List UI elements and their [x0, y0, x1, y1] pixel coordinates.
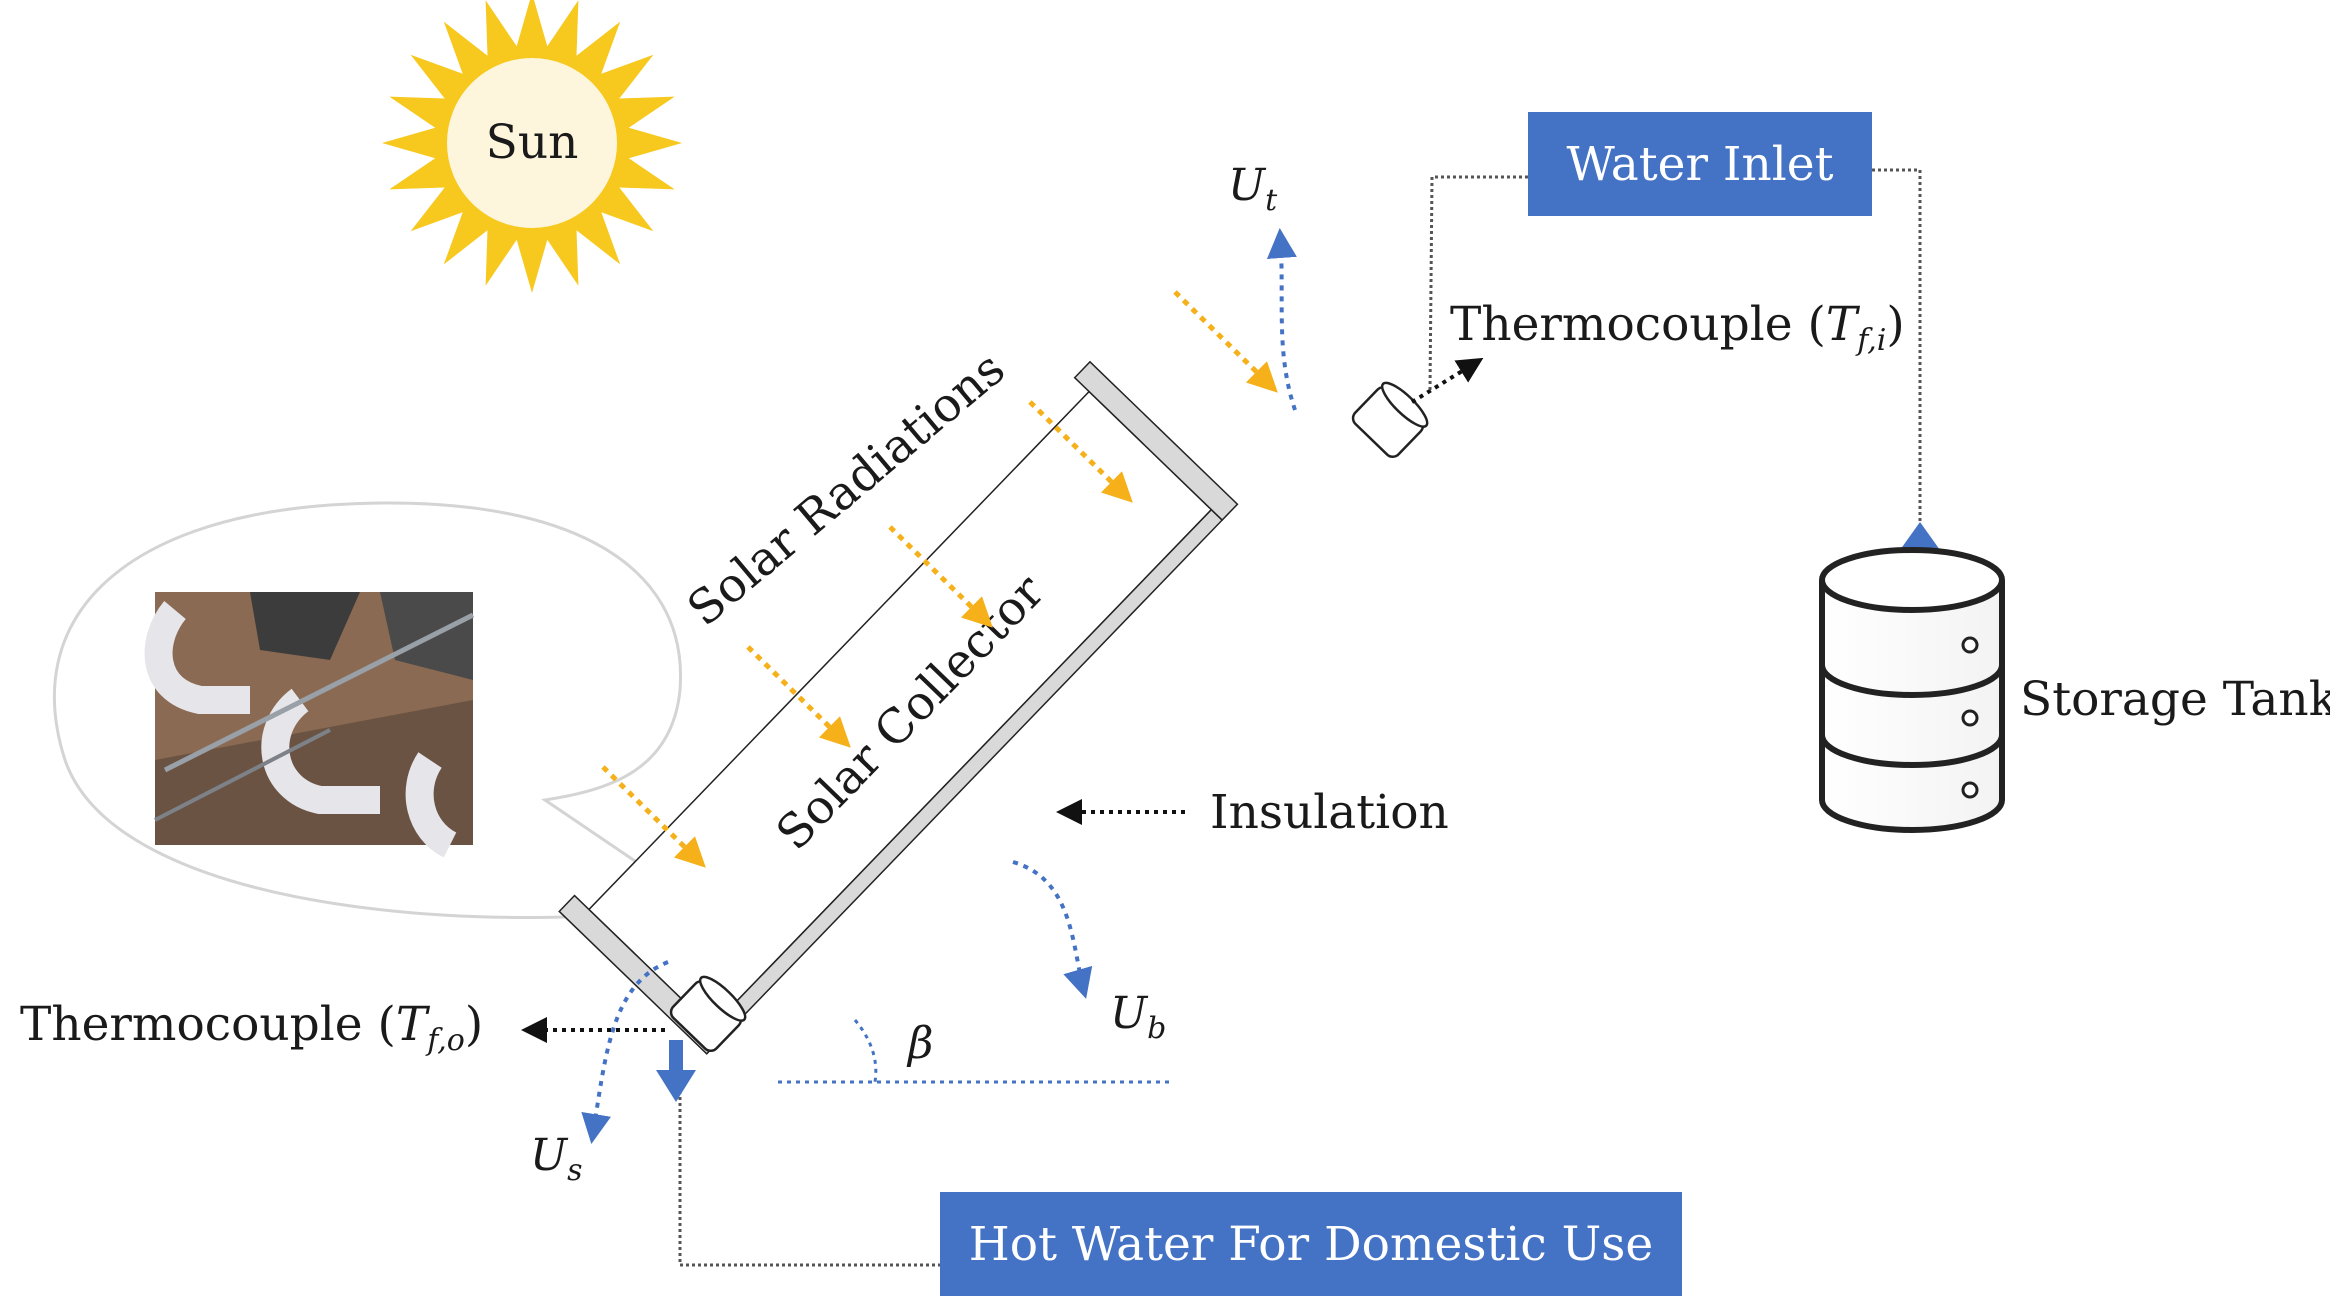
collector-end-cap-right — [1073, 360, 1239, 522]
tube-detail-callout — [52, 501, 704, 919]
sun-label: Sun — [486, 115, 579, 170]
thermocouple-icon — [669, 975, 747, 1053]
top-loss-arrow — [1266, 228, 1297, 411]
hot-water-label: Hot Water For Domestic Use — [969, 1217, 1653, 1272]
water-inlet-box: Water Inlet — [1528, 112, 1872, 216]
thermocouple-in-pointer — [1410, 357, 1484, 404]
tilt-angle-indicator: β — [778, 1018, 1170, 1084]
thermocouple-in-label: Thermocouple (Tf,i) — [1450, 297, 1905, 358]
thermocouple-icon — [1351, 381, 1429, 459]
storage-tank-icon — [1819, 547, 2005, 833]
side-loss-arrow — [581, 960, 669, 1144]
bottom-loss-label: Ub — [1110, 988, 1166, 1046]
piping-lines — [678, 168, 1922, 1267]
side-loss-label: Us — [530, 1130, 583, 1188]
sun-icon: Sun — [382, 0, 682, 293]
heat-loss-arrows — [581, 228, 1297, 1144]
thermocouple-out-label: Thermocouple (Tf,o) — [20, 997, 483, 1058]
hot-water-box: Hot Water For Domestic Use — [940, 1192, 1682, 1296]
bottom-loss-arrow — [1012, 860, 1093, 999]
water-inlet-label: Water Inlet — [1567, 137, 1834, 192]
top-loss-label: Ut — [1228, 160, 1278, 218]
tube-detail-image — [144, 592, 475, 858]
storage-tank-label: Storage Tank — [2020, 672, 2330, 727]
tilt-angle-label: β — [906, 1018, 933, 1069]
outflow-arrow — [656, 1040, 696, 1102]
insulation-label: Insulation — [1210, 785, 1449, 840]
